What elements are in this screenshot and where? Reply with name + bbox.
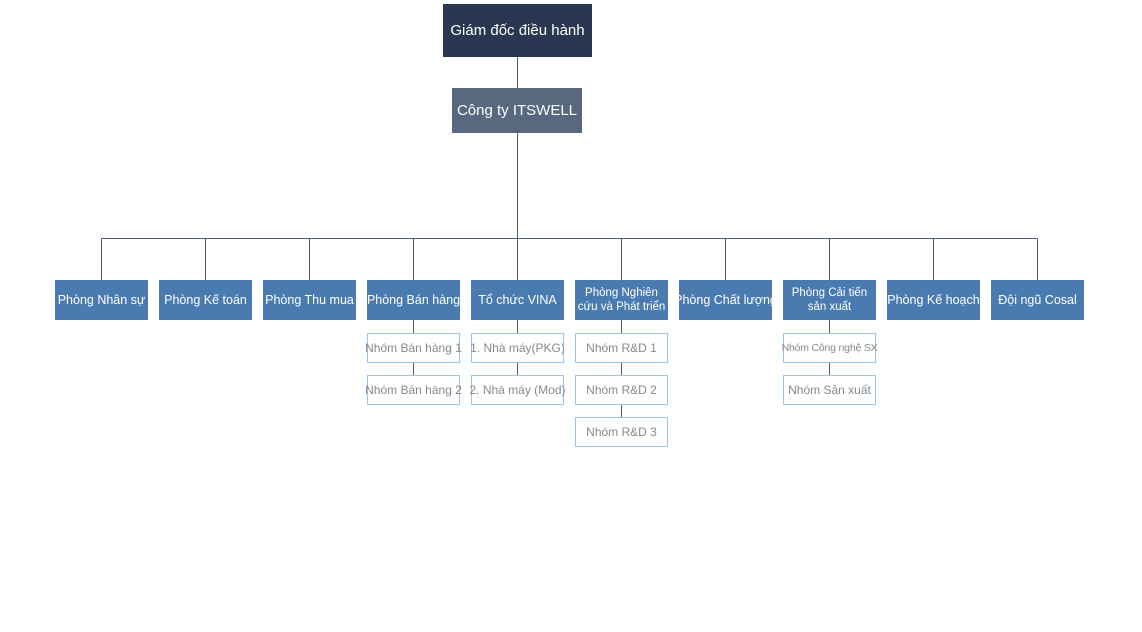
org-node-dept-ke-toan: Phòng Kế toán: [159, 280, 252, 320]
org-node-sub-ban-hang-1: Nhóm Bán hàng 1: [365, 333, 462, 363]
org-node-sub-ban-hang-2: Nhóm Bán hàng 2: [365, 375, 462, 405]
org-node-dept-nhan-su: Phòng Nhân sự: [55, 280, 148, 320]
org-node-dept-thu-mua: Phòng Thu mua: [263, 280, 356, 320]
org-node-sub-san-xuat: Nhóm Sản xuất: [783, 375, 876, 405]
org-node-sub-cong-nghe-sx: Nhóm Công nghệ SX: [782, 333, 878, 363]
org-node-sub-rnd-2: Nhóm R&D 2: [575, 375, 668, 405]
org-node-sub-nha-may-mod: 2. Nhà máy (Mod): [469, 375, 566, 405]
org-node-dept-doi-ngu-cosal: Đội ngũ Cosal: [991, 280, 1084, 320]
org-node-dept-nghien-cuu-phat-trien: Phòng Nghiên cứu và Phát triển: [575, 280, 668, 320]
org-node-dept-chat-luong: Phòng Chất lượng: [674, 280, 777, 320]
org-node-dept-ban-hang: Phòng Bán hàng: [367, 280, 460, 320]
org-node-sub-rnd-3: Nhóm R&D 3: [575, 417, 668, 447]
org-node-dept-ke-hoach: Phòng Kế hoạch: [887, 280, 980, 320]
org-node-dept-to-chuc-vina: Tổ chức VINA: [471, 280, 564, 320]
org-node-sub-rnd-1: Nhóm R&D 1: [575, 333, 668, 363]
org-node-sub-nha-may-pkg: 1. Nhà máy(PKG): [470, 333, 565, 363]
org-node-company: Công ty ITSWELL: [452, 88, 582, 133]
org-node-ceo: Giám đốc điều hành: [443, 4, 592, 57]
org-node-dept-cai-tien-san-xuat: Phòng Cải tiến sản xuất: [783, 280, 876, 320]
